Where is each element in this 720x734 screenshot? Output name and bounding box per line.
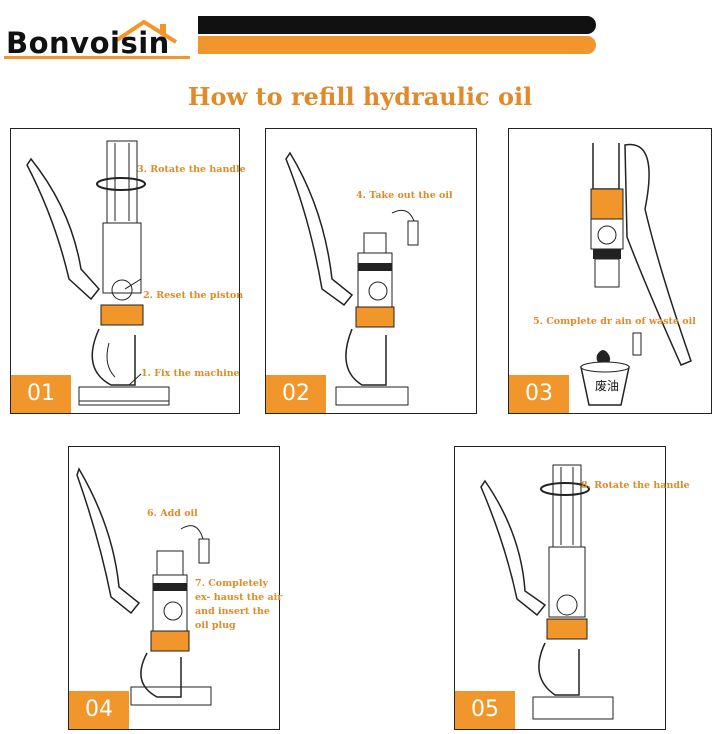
header-bar-dark (198, 16, 596, 34)
step-number-badge: 04 (69, 691, 129, 729)
step-panel-03: 5. Complete dr ain of waste oil 废油 03 (508, 128, 712, 414)
house-roof-icon (112, 19, 178, 44)
step-panel-01: 3. Rotate the handle 2. Reset the piston… (10, 128, 246, 414)
header-bar-orange (198, 36, 596, 54)
hydraulic-crimper-illustration (285, 151, 419, 406)
caption-rotate-handle: 3. Rotate the handle (137, 164, 246, 175)
step-panel-02: 4. Take out the oil 02 (265, 128, 477, 414)
step-panel-04: 6. Add oil 7. Completely ex- haust the a… (68, 446, 282, 730)
waste-oil-label: 废油 (595, 379, 620, 393)
caption-rotate-handle-final: 8. Rotate the handle (581, 480, 690, 491)
caption-take-out-oil: 4. Take out the oil (356, 190, 453, 201)
caption-reset-piston: 2. Reset the piston (143, 290, 244, 301)
step-number-badge: 02 (266, 375, 326, 413)
caption-fix-machine: 1. Fix the machine (141, 368, 240, 379)
brand-underline (4, 56, 190, 59)
hydraulic-crimper-illustration (26, 140, 170, 406)
caption-drain-waste-oil: 5. Complete dr ain of waste oil (533, 316, 696, 327)
hydraulic-crimper-illustration (480, 464, 614, 720)
brand-logo: Bonvoisin (4, 18, 189, 60)
step-panel-05: 8. Rotate the handle 05 (454, 446, 690, 730)
brand-name: Bonvoisin (6, 26, 170, 60)
caption-exhaust-air: 7. Completely ex- haust the air and inse… (195, 578, 283, 631)
step-number-badge: 05 (455, 691, 515, 729)
step-number-badge: 01 (11, 375, 71, 413)
hydraulic-crimper-illustration (580, 143, 692, 406)
page-title: How to refill hydraulic oil (187, 82, 533, 111)
hydraulic-crimper-illustration (76, 467, 212, 706)
step-number-badge: 03 (509, 375, 569, 413)
caption-add-oil: 6. Add oil (147, 508, 198, 519)
